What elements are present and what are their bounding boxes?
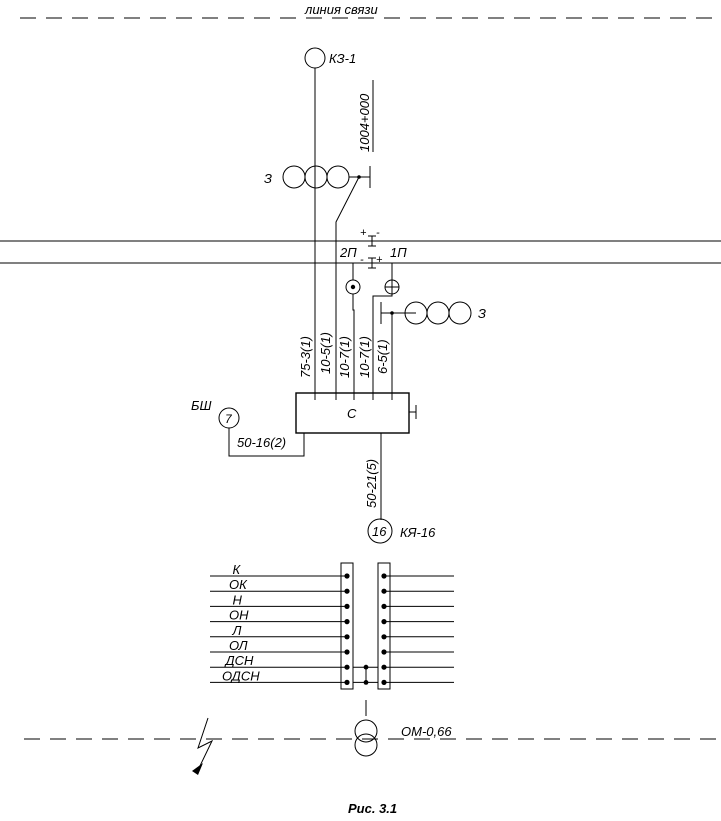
terminal-label: ОДСН [222, 668, 260, 683]
wire-choke-top [335, 176, 360, 400]
terminal-dot-right [381, 619, 387, 625]
terminal-dot-right [381, 573, 387, 579]
lightning-icon [197, 717, 214, 771]
kz-label: КЗ-1 [329, 51, 356, 66]
terminal-label: ОЛ [229, 638, 248, 653]
terminal-strip-left [340, 562, 354, 690]
joint-lower-plus: + [376, 254, 383, 266]
terminal-dot-right [381, 588, 387, 594]
bsh-number: 7 [225, 412, 233, 426]
lightning-arrowhead-icon [192, 763, 203, 775]
terminal-dot-left [344, 649, 350, 655]
comm-line-label: линия связи [304, 2, 378, 17]
choke-top-label: З [264, 171, 272, 186]
terminal-dot-left [344, 634, 350, 640]
om-winding-1 [354, 719, 378, 743]
terminal-dot-right [381, 664, 387, 670]
track-2p-label: 2П [339, 245, 357, 260]
terminal-label: ОК [229, 577, 248, 592]
cable-label-5: 6-5(1) [375, 339, 390, 374]
cable-label-3: 10-7(1) [337, 336, 352, 378]
joint-upper-minus: - [376, 227, 380, 239]
track-1p-label: 1П [390, 245, 407, 260]
box-c [295, 392, 410, 434]
terminal-dot-right [381, 679, 387, 686]
box-c-label: С [347, 406, 357, 421]
terminal-label: ОН [229, 608, 249, 623]
kya-number: 16 [372, 524, 387, 539]
joint-lower-minus: - [360, 254, 364, 266]
terminal-label: Н [233, 592, 243, 607]
terminal-dot-left [344, 588, 350, 594]
terminal-label: Л [232, 623, 242, 638]
kya-label: КЯ-16 [400, 525, 436, 540]
picket-label: 1004+000 [357, 93, 372, 152]
om-winding-2 [354, 733, 378, 757]
choke-top-coil-3 [326, 165, 350, 189]
terminal-dot-right [381, 603, 387, 610]
cable-bsh-label: 50-16(2) [237, 435, 286, 450]
terminal-dot-left [344, 679, 350, 686]
wire-rail-cross [372, 294, 393, 400]
joint-upper-plus: + [360, 227, 367, 239]
terminal-label: ДСН [224, 653, 255, 668]
wire-rail-dot [352, 294, 355, 400]
rail-connector-dot-center [350, 284, 356, 290]
terminal-dot-left [344, 573, 350, 579]
om-label: ОМ-0,66 [401, 724, 452, 739]
terminal-dot-right [381, 634, 387, 640]
figure-caption: Рис. 3.1 [348, 801, 397, 816]
terminal-bridge-dot [363, 664, 369, 670]
terminal-dot-left [344, 603, 350, 610]
choke-top-coil-1 [282, 165, 306, 189]
choke-top-coil-2 [304, 165, 328, 189]
terminal-dot-left [344, 619, 350, 625]
terminal-label: К [233, 562, 242, 577]
cable-label-1: 75-3(1) [298, 336, 313, 378]
choke-right-coil-3 [448, 301, 472, 325]
cable-label-4: 10-7(1) [357, 336, 372, 378]
kz-circle [304, 47, 326, 69]
choke-right-label: З [478, 306, 486, 321]
terminal-dot-left [344, 664, 350, 670]
terminal-strip-right [377, 562, 391, 690]
cable-main-label: 50-21(5) [364, 459, 379, 508]
terminal-dot-right [381, 649, 387, 655]
bsh-label: БШ [191, 398, 211, 413]
wire-bsh [228, 428, 305, 457]
choke-right-coil-2 [426, 301, 450, 325]
cable-label-2: 10-5(1) [318, 332, 333, 374]
kya-circle [367, 518, 393, 544]
